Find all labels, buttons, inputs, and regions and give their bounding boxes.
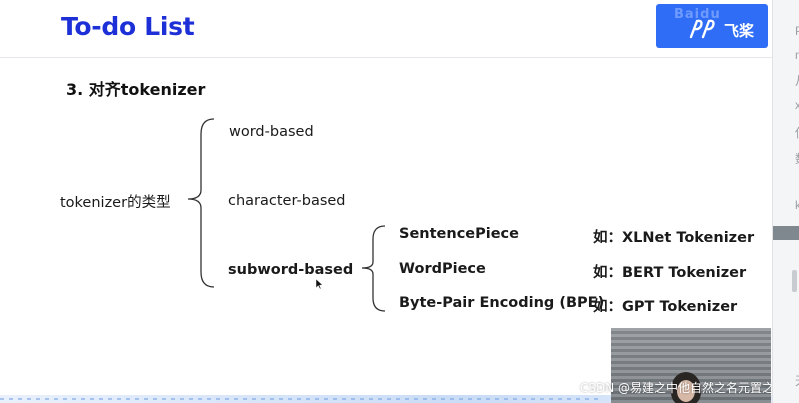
type-word-based: word-based xyxy=(229,124,314,140)
csdn-watermark: CSDN @易建之中他自然之名元置之城 xyxy=(580,381,772,395)
presenter-face xyxy=(677,380,695,402)
example-gpt: 如：GPT Tokenizer xyxy=(593,299,738,315)
webcam-overlay xyxy=(611,328,771,403)
paddlepaddle-logo-icon xyxy=(689,19,715,39)
slide-title: To-do List xyxy=(61,12,195,41)
bottom-decoration xyxy=(0,395,772,403)
side-item-8[interactable]: 天 xyxy=(795,372,799,389)
side-item-3[interactable]: 从 xyxy=(795,72,799,89)
presentation-slide: To-do List Baidu 飞桨 3. 对齐tokenizer token… xyxy=(0,4,772,403)
method-bpe: Byte-Pair Encoding (BPE) xyxy=(399,295,605,311)
section-heading: 3. 对齐tokenizer xyxy=(66,80,206,99)
side-scrollbar[interactable] xyxy=(792,270,797,292)
title-divider xyxy=(0,57,772,58)
logo-faint-text: Baidu xyxy=(674,7,721,22)
type-character-based: character-based xyxy=(228,193,346,209)
method-wordpiece: WordPiece xyxy=(399,261,486,277)
brace-diagram xyxy=(187,118,386,312)
logo-text: 飞桨 xyxy=(724,22,755,40)
left-brace xyxy=(187,118,215,288)
example-xlnet: 如：XLNet Tokenizer xyxy=(593,230,755,246)
side-selected-bar[interactable] xyxy=(773,226,799,240)
root-label: tokenizer的类型 xyxy=(60,195,171,211)
mouse-cursor-icon xyxy=(315,278,324,290)
side-item-4[interactable]: x xyxy=(795,98,799,112)
side-item-2[interactable]: m xyxy=(795,48,799,62)
example-bert: 如：BERT Tokenizer xyxy=(593,265,747,281)
method-sentencepiece: SentencePiece xyxy=(399,226,519,242)
side-item-1[interactable]: P xyxy=(795,24,799,38)
side-item-6[interactable]: 数 xyxy=(795,150,799,167)
type-subword-based: subword-based xyxy=(228,262,354,278)
side-item-5[interactable]: 使 xyxy=(795,124,799,141)
side-panel[interactable]: P m 从 x 使 数 k 天 xyxy=(772,0,799,403)
right-brace xyxy=(361,225,386,312)
side-item-7[interactable]: k xyxy=(795,198,799,212)
